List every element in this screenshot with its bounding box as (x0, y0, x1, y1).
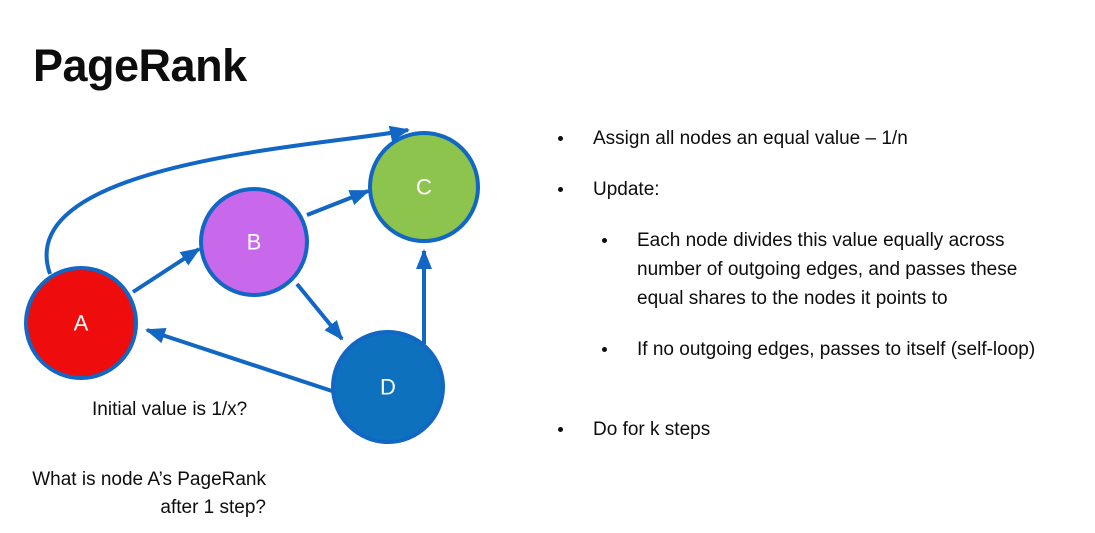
edge-d-to-a (145, 328, 333, 393)
bullet-update: Update: (558, 175, 1063, 204)
node-b (199, 187, 309, 297)
sub-bullet-divide-value: Each node divides this value equally acr… (602, 226, 1057, 313)
bullet-dot-icon (558, 136, 563, 141)
node-d (331, 330, 445, 444)
edge-a-to-b (131, 247, 201, 294)
edge-b-to-d (295, 282, 344, 341)
page-title: PageRank (33, 40, 247, 92)
bullet-text: Each node divides this value equally acr… (637, 230, 1018, 309)
bullet-assign-equal-value: Assign all nodes an equal value – 1/n (558, 124, 1063, 153)
bullet-dot-icon (602, 347, 607, 352)
node-b-label: B (247, 230, 262, 255)
node-a-label: A (74, 311, 89, 336)
bullet-list: Assign all nodes an equal value – 1/n Up… (545, 0, 1095, 533)
node-c-label: C (416, 175, 432, 200)
question-caption: What is node A’s PageRank after 1 step? (0, 466, 266, 522)
bullet-text: Assign all nodes an equal value – 1/n (593, 128, 908, 149)
bullet-text: Do for k steps (593, 419, 711, 440)
node-a (24, 266, 138, 380)
bullet-dot-icon (558, 187, 563, 192)
node-c (368, 131, 480, 243)
node-d-label: D (380, 375, 396, 400)
bullet-text: If no outgoing edges, passes to itself (… (637, 339, 1036, 360)
bullet-k-steps: Do for k steps (558, 415, 1063, 444)
initial-value-caption: Initial value is 1/x? (92, 399, 248, 420)
sub-bullet-self-loop: If no outgoing edges, passes to itself (… (602, 335, 1057, 364)
bullet-dot-icon (602, 238, 607, 243)
edge-b-to-c (306, 189, 370, 217)
question-line-2: after 1 step? (160, 497, 266, 518)
bullet-dot-icon (558, 427, 563, 432)
question-line-1: What is node A’s PageRank (32, 469, 266, 490)
bullet-text: Update: (593, 179, 660, 200)
edge-a-to-c (44, 125, 410, 275)
